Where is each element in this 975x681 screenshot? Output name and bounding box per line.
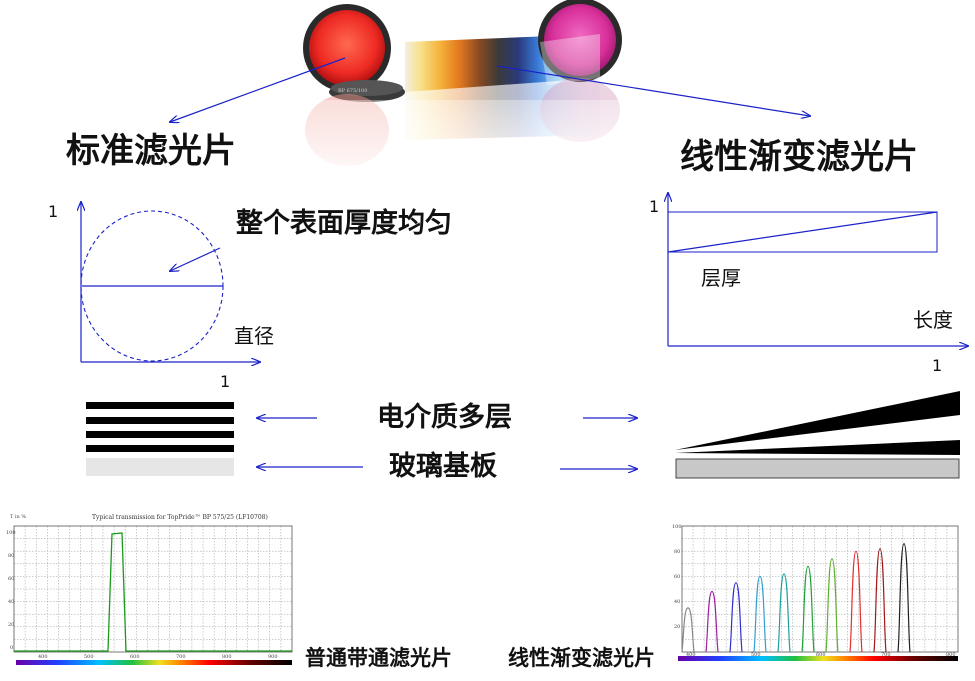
y-tick: 80 [8, 553, 15, 559]
x-tick: 500 [751, 652, 761, 658]
note-arrow [170, 247, 221, 271]
transmission-peak [753, 575, 767, 653]
filter-photo [295, 0, 625, 180]
standard-filter-title: 标准滤光片 [66, 131, 236, 171]
x-tick: 800 [946, 652, 956, 658]
y-tick: 60 [8, 576, 15, 582]
y-tick: 20 [8, 622, 15, 628]
y-tick: 100 [6, 530, 16, 536]
linear-thickness-diagram [655, 185, 975, 360]
wedge-thickness-line [667, 211, 938, 253]
transmission-curve [14, 532, 292, 652]
filter-outline [667, 211, 938, 253]
graph-title: Typical transmission for TopPride™ BP 57… [92, 514, 268, 521]
x-tick: 700 [881, 652, 891, 658]
transmission-peak [705, 590, 719, 653]
layer-arrows [255, 400, 645, 480]
arrow-to-standard [170, 57, 346, 122]
transmission-peak [897, 543, 911, 653]
transmission-peak [681, 607, 695, 653]
standard-thickness-diagram [60, 190, 280, 375]
transmission-peak [801, 565, 815, 653]
arrow-to-linear [496, 65, 810, 116]
dielectric-label: 电介质多层 [377, 402, 512, 433]
layer-thickness-label: 层厚 [701, 266, 741, 290]
axis-one-y: 1 [649, 197, 660, 216]
y-tick: 100 [672, 524, 682, 530]
linear-filter-title: 线性渐变滤光片 [680, 137, 918, 177]
x-tick: 700 [176, 654, 186, 660]
y-tick: 20 [674, 624, 681, 630]
transmission-peak [825, 558, 839, 653]
x-tick: 600 [816, 652, 826, 658]
diameter-label: 直径 [234, 324, 274, 348]
x-tick: 800 [222, 654, 232, 660]
y-tick: 80 [674, 549, 681, 555]
glass-substrate [675, 458, 960, 479]
red-filter [309, 10, 385, 86]
standard-transmission-graph [13, 525, 293, 665]
y-tick: 40 [674, 599, 681, 605]
wedge-layer-stack [675, 391, 960, 479]
standard-bandpass-caption: 普通带通滤光片 [305, 646, 452, 670]
axis-one-y: 1 [48, 202, 59, 221]
glass-label: 玻璃基板 [389, 451, 497, 482]
y-unit: T in % [10, 514, 27, 520]
axis-one-x: 1 [932, 356, 943, 375]
length-label: 长度 [913, 308, 953, 332]
transmission-peak [873, 548, 887, 653]
x-tick: 600 [130, 654, 140, 660]
uniform-note: 整个表面厚度均匀 [236, 208, 452, 239]
y-tick: 0 [10, 645, 14, 651]
linear-filter-caption: 线性渐变滤光片 [508, 646, 655, 670]
linear-transmission-graph [678, 525, 959, 661]
transmission-peak [777, 573, 791, 653]
x-tick: 500 [84, 654, 94, 660]
x-tick: 900 [268, 654, 278, 660]
glass-substrate [86, 458, 234, 476]
spectrum-bar [16, 660, 292, 665]
transmission-peak [729, 582, 743, 653]
x-tick: 400 [38, 654, 48, 660]
spectrum-bar [678, 656, 958, 661]
title-arrows [0, 57, 975, 200]
uniform-layer-stack [86, 402, 234, 476]
transmission-peak [849, 550, 863, 653]
axis-one-x: 1 [220, 372, 231, 391]
y-tick: 60 [674, 574, 681, 580]
y-tick: 40 [8, 599, 15, 605]
ring-text: BP 675/100 [338, 88, 368, 94]
x-tick: 400 [686, 652, 696, 658]
magenta-filter [544, 4, 616, 76]
